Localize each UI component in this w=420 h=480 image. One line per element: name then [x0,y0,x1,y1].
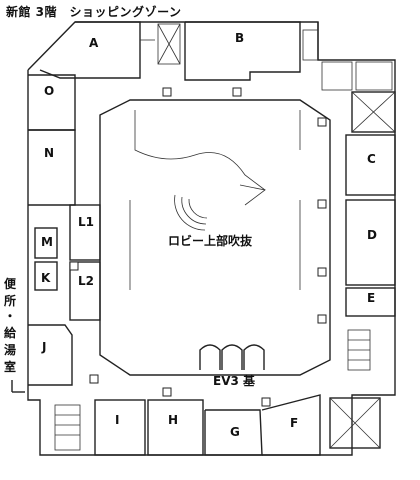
unit-label-e: E [367,291,375,305]
unit-label-n: N [44,146,54,160]
unit-label-k: K [41,271,51,285]
store-h[interactable] [147,399,204,456]
unit-label-o: O [44,84,54,98]
lobby-void-label: ロビー上部吹抜 [168,233,253,248]
stairs-right [347,329,371,371]
unit-label-m: M [41,235,53,249]
restroom-label-char-5: 湯 [4,342,16,357]
unit-label-a: A [89,36,99,50]
store-j[interactable] [28,324,73,386]
unit-label-g: G [230,425,240,439]
page-title: 新館 3階 ショッピングゾーン [6,5,182,19]
stairs-bottom-left [54,404,81,451]
stairs-top-right [302,29,393,91]
unit-label-l1: L1 [78,215,94,229]
store-m[interactable] [34,227,58,259]
unit-label-b: B [235,31,244,45]
unit-label-j: J [41,340,46,354]
restroom-label-char-3: ・ [4,309,16,323]
store-c[interactable] [345,134,396,196]
elevator-bank [199,344,265,370]
elevator-label: EV3 基 [213,373,256,388]
store-e[interactable] [345,287,396,317]
unit-label-c: C [367,152,376,166]
atrium-void [99,99,331,376]
restroom-label-char-6: 室 [4,359,16,374]
store-l2[interactable] [69,261,101,321]
store-l1[interactable] [69,204,101,261]
unit-label-h: H [168,413,178,427]
columns [69,87,327,407]
store-f[interactable] [261,394,321,456]
unit-label-i: I [115,413,119,427]
restroom-label-char-2: 所 [4,293,16,308]
store-b[interactable] [184,21,301,81]
restroom-label-char-1: 便 [4,276,17,291]
store-d[interactable] [345,199,396,286]
unit-label-f: F [290,416,298,430]
restroom-arrow-icon [11,380,25,393]
elevator-shaft-top-right [351,91,396,133]
unit-label-d: D [367,228,377,242]
elevator-shaft-bottom-right [329,397,381,449]
store-n[interactable] [28,129,76,206]
stairs-top-left [157,23,181,65]
store-i[interactable] [94,399,146,456]
store-a[interactable] [39,21,155,79]
store-k[interactable] [34,261,58,291]
unit-label-l2: L2 [78,274,94,288]
restroom-label-char-4: 給 [4,325,17,340]
